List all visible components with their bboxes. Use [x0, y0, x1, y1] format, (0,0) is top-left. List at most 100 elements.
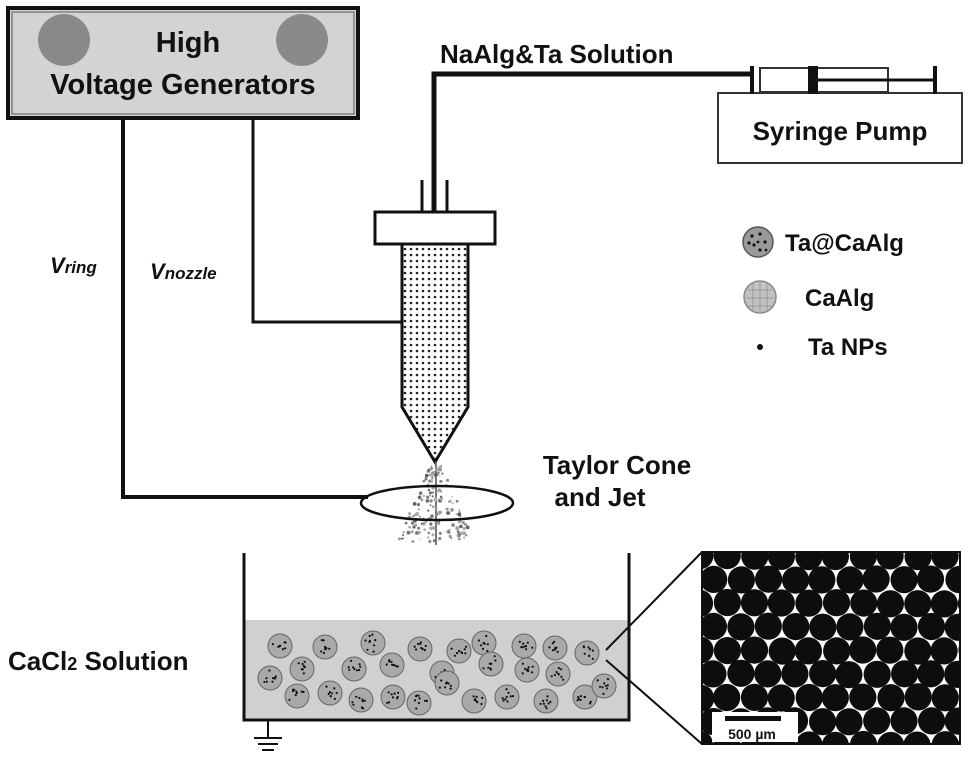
- micro-bead: [863, 612, 892, 640]
- micro-bead: [808, 566, 836, 594]
- syringe-plunger-seal: [808, 66, 818, 94]
- micro-bead: [702, 552, 714, 570]
- spray-droplet: [431, 471, 434, 474]
- micro-bead: [727, 566, 756, 594]
- syringe-pump: Syringe Pump: [717, 66, 963, 164]
- micro-bead: [713, 588, 742, 617]
- nozzle-wire: [251, 118, 402, 324]
- spray-droplet: [465, 534, 468, 537]
- spray-droplet: [461, 521, 465, 525]
- micro-bead: [822, 589, 851, 617]
- spray-droplet: [428, 539, 432, 544]
- spray-droplet: [422, 495, 425, 497]
- micro-bead: [877, 684, 905, 712]
- micro-bead: [823, 637, 851, 665]
- ring-wire: [121, 118, 368, 499]
- taylor-label-line2: and Jet: [554, 482, 645, 512]
- spray-droplet: [439, 480, 442, 483]
- micro-bead: [741, 552, 769, 570]
- spray-droplet: [412, 502, 417, 506]
- spray-droplet: [415, 512, 420, 516]
- spray-droplet: [447, 529, 450, 532]
- spray-droplet: [438, 468, 442, 472]
- micro-bead: [863, 707, 891, 735]
- ta-caalg-bead: [360, 630, 386, 656]
- spray-droplet: [449, 528, 451, 531]
- micro-bead: [713, 552, 741, 570]
- scale-bar: [725, 716, 781, 721]
- taylor-cone-jet: [397, 462, 470, 545]
- spray-droplet: [432, 526, 436, 530]
- legend-ta-caalg-icon: [742, 226, 774, 258]
- ta-caalg-bead: [471, 630, 497, 656]
- ta-caalg-bead: [312, 634, 338, 660]
- spray-droplet: [446, 478, 450, 482]
- micro-bead: [890, 613, 918, 641]
- micro-bead: [821, 552, 849, 571]
- spray-droplet: [400, 537, 403, 540]
- micro-bead: [781, 660, 809, 688]
- spray-droplet: [417, 527, 420, 529]
- spray-droplet: [438, 531, 442, 535]
- spray-droplet: [411, 540, 414, 543]
- high-voltage-generator: High Voltage Generators: [6, 6, 360, 120]
- micro-bead: [877, 731, 905, 744]
- zoom-line-top: [605, 551, 703, 651]
- spray-droplet: [457, 537, 461, 541]
- spray-droplet: [438, 536, 442, 541]
- micro-bead: [916, 565, 945, 593]
- spray-droplet: [425, 499, 430, 503]
- generator-title-line1: High: [156, 27, 220, 59]
- micro-bead: [930, 590, 958, 618]
- spray-droplet: [451, 523, 455, 527]
- spray-droplet: [408, 512, 412, 516]
- micro-bead: [930, 637, 958, 665]
- spray-droplet: [462, 526, 466, 531]
- spray-droplet: [451, 502, 454, 505]
- micro-bead: [768, 637, 796, 665]
- spray-droplet: [419, 515, 421, 518]
- spray-droplet: [448, 534, 452, 538]
- micro-bead: [944, 660, 960, 688]
- micro-bead: [890, 566, 918, 594]
- ta-caalg-bead: [341, 656, 367, 682]
- ground-icon: [254, 720, 282, 751]
- micro-bead: [917, 612, 946, 641]
- micro-bead: [904, 552, 932, 571]
- micro-bead: [727, 659, 755, 687]
- ta-caalg-bead: [545, 661, 571, 687]
- micro-bead: [918, 707, 946, 735]
- ta-caalg-bead: [434, 670, 460, 696]
- spray-nozzle: [373, 180, 497, 465]
- ta-caalg-bead: [289, 656, 315, 682]
- ta-caalg-bead: [380, 684, 406, 710]
- micro-bead: [917, 660, 945, 688]
- spray-droplet: [450, 508, 454, 512]
- spray-droplet: [423, 528, 427, 532]
- spray-droplet: [418, 491, 423, 496]
- spray-droplet: [433, 497, 438, 502]
- spray-droplet: [417, 508, 420, 511]
- spray-droplet: [437, 473, 440, 476]
- micro-bead: [767, 589, 795, 617]
- scale-bar-label: 500 µm: [728, 726, 776, 742]
- bath-label: CaCl2 Solution: [8, 646, 188, 676]
- spray-droplet: [428, 471, 430, 473]
- spray-droplet: [456, 530, 460, 534]
- micro-bead: [713, 637, 742, 665]
- ta-caalg-bead: [317, 680, 343, 706]
- spray-droplet: [437, 471, 440, 475]
- micro-bead: [809, 708, 837, 736]
- v-nozzle-label: Vnozzle: [150, 259, 217, 284]
- micro-bead: [795, 731, 823, 744]
- ring-electrode: [359, 484, 515, 522]
- bath-beads: [257, 630, 617, 716]
- micro-bead: [849, 683, 877, 711]
- legend-caalg-icon: [743, 280, 777, 314]
- spray-droplet: [420, 498, 424, 502]
- spray-droplet: [445, 530, 448, 533]
- spray-droplet: [429, 522, 433, 526]
- micro-bead: [767, 684, 795, 712]
- micro-bead: [740, 683, 769, 712]
- micro-bead: [782, 613, 810, 641]
